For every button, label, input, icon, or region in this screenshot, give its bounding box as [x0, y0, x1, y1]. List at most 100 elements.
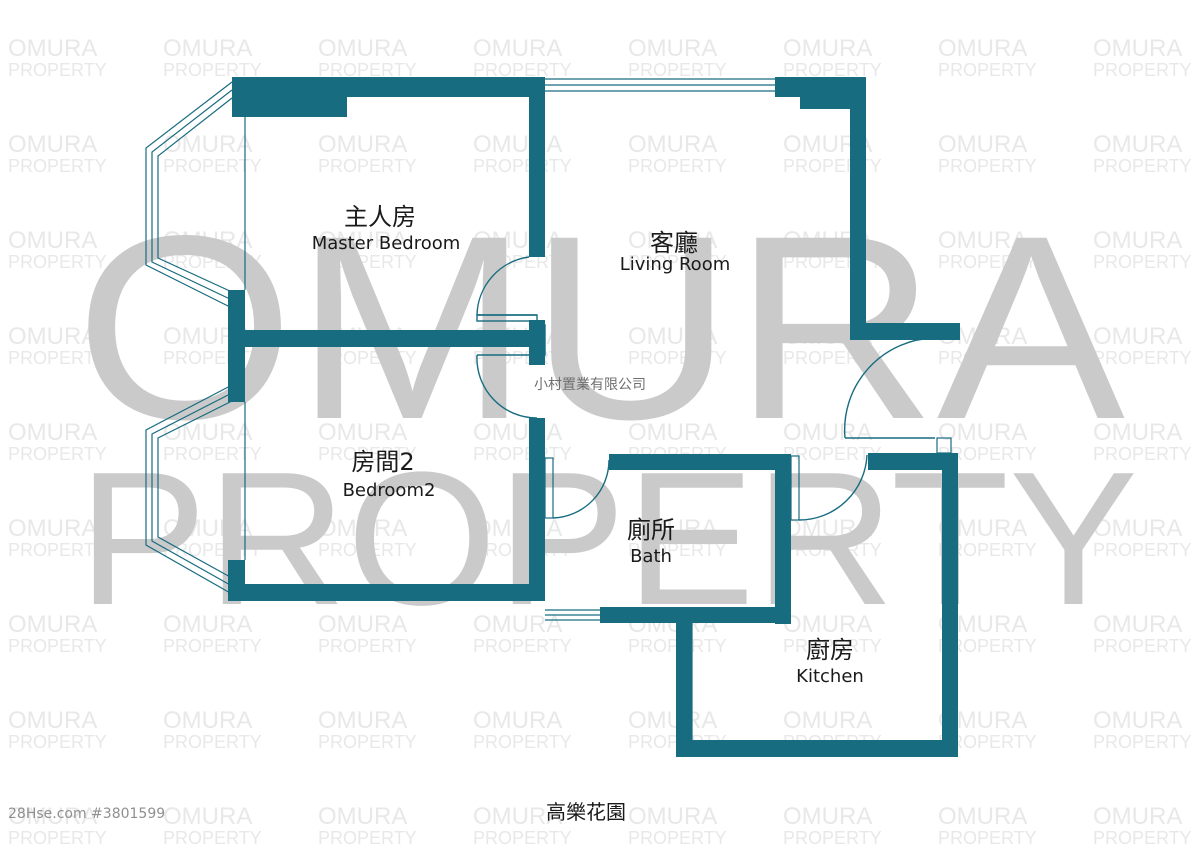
watermark-tile-line2: PROPERTY	[938, 252, 1037, 272]
watermark-tile-line1: OMURA	[938, 227, 1027, 254]
watermark-tile-line2: PROPERTY	[8, 348, 107, 368]
watermark-tile-line2: PROPERTY	[938, 732, 1037, 752]
watermark-tile-line1: OMURA	[163, 611, 252, 638]
watermark-tile-line1: OMURA	[318, 707, 407, 734]
watermark-tile-line2: PROPERTY	[628, 828, 727, 848]
watermark-tile-line2: PROPERTY	[783, 636, 882, 656]
watermark-tile-line2: PROPERTY	[8, 828, 107, 848]
watermark-tile-line2: PROPERTY	[163, 828, 262, 848]
watermark-tile-line2: PROPERTY	[473, 444, 572, 464]
watermark-tile-line2: PROPERTY	[473, 252, 572, 272]
watermark-tile-line2: PROPERTY	[938, 348, 1037, 368]
watermark-tile-line2: PROPERTY	[8, 636, 107, 656]
watermark-tile-line1: OMURA	[8, 803, 97, 830]
watermark-tile-line1: OMURA	[628, 227, 717, 254]
company-name: 小村置業有限公司	[534, 377, 646, 393]
watermark-tile-line2: PROPERTY	[783, 60, 882, 80]
watermark-tile-line2: PROPERTY	[473, 156, 572, 176]
walls	[228, 77, 960, 757]
watermark-tile-line2: PROPERTY	[938, 828, 1037, 848]
watermark-tile-line2: PROPERTY	[1093, 252, 1192, 272]
watermark-tile-line1: OMURA	[163, 515, 252, 542]
room-label-bedroom2-en: Bedroom2	[342, 480, 436, 501]
watermark-tile-line1: OMURA	[318, 803, 407, 830]
watermark-tile-line1: OMURA	[163, 803, 252, 830]
watermark-tile-line1: OMURA	[163, 419, 252, 446]
watermark-tile-line1: OMURA	[628, 803, 717, 830]
watermark-tile-line2: PROPERTY	[628, 540, 727, 560]
watermark-tile-line1: OMURA	[938, 35, 1027, 62]
room-label-kitchen-en: Kitchen	[796, 666, 864, 687]
watermark-tile-line1: OMURA	[8, 227, 97, 254]
watermark-tile-line1: OMURA	[8, 35, 97, 62]
watermark-tile-line1: OMURA	[938, 419, 1027, 446]
watermark-tile-line1: OMURA	[628, 707, 717, 734]
watermark-tile-line2: PROPERTY	[783, 444, 882, 464]
watermark-tile-line1: OMURA	[1093, 35, 1182, 62]
watermark-tile-line1: OMURA	[1093, 611, 1182, 638]
watermark-tile-line2: PROPERTY	[938, 444, 1037, 464]
watermark-tile-line2: PROPERTY	[473, 540, 572, 560]
watermark-tile-line2: PROPERTY	[1093, 636, 1192, 656]
watermark-tile-line2: PROPERTY	[8, 540, 107, 560]
watermark-tile-line1: OMURA	[318, 419, 407, 446]
watermark-tile-line1: OMURA	[473, 515, 562, 542]
watermark-tile-line1: OMURA	[1093, 707, 1182, 734]
watermark-tile-line1: OMURA	[1093, 803, 1182, 830]
watermark-tile-line2: PROPERTY	[1093, 540, 1192, 560]
watermark-tile-line2: PROPERTY	[163, 156, 262, 176]
watermark-tile-line2: PROPERTY	[318, 444, 417, 464]
doors	[476, 256, 936, 521]
watermark-tile-line2: PROPERTY	[318, 636, 417, 656]
watermark-tile-line2: PROPERTY	[318, 60, 417, 80]
watermark-tile-line1: OMURA	[473, 707, 562, 734]
watermark-tile-line2: PROPERTY	[473, 348, 572, 368]
watermark-tile-line2: PROPERTY	[1093, 732, 1192, 752]
watermark-tile-line2: PROPERTY	[163, 60, 262, 80]
watermark-tile-line1: OMURA	[163, 131, 252, 158]
watermark-tile-line1: OMURA	[163, 35, 252, 62]
watermark-tile-line2: PROPERTY	[8, 444, 107, 464]
watermark-tile-line2: PROPERTY	[8, 156, 107, 176]
watermark-tile-line2: PROPERTY	[8, 252, 107, 272]
watermark-tile-line1: OMURA	[628, 323, 717, 350]
watermark-tile-line2: PROPERTY	[163, 732, 262, 752]
watermark-tile-line1: OMURA	[938, 131, 1027, 158]
estate-name: 高樂花園	[546, 800, 626, 824]
watermark-tile-line1: OMURA	[163, 707, 252, 734]
watermark-tile-line2: PROPERTY	[938, 540, 1037, 560]
windows	[145, 78, 952, 740]
watermark-tile-line2: PROPERTY	[8, 732, 107, 752]
watermark-tile-line2: PROPERTY	[628, 348, 727, 368]
room-label-kitchen-zh: 廚房	[806, 636, 854, 664]
watermark-tile-line1: OMURA	[473, 419, 562, 446]
watermark-tile-line1: OMURA	[473, 803, 562, 830]
watermark-tile-line1: OMURA	[1093, 131, 1182, 158]
watermark-tile-line2: PROPERTY	[783, 540, 882, 560]
watermark-tile-line1: OMURA	[783, 35, 872, 62]
watermark-tile-line2: PROPERTY	[1093, 444, 1192, 464]
watermark-tile-line1: OMURA	[1093, 323, 1182, 350]
watermark-tile-line1: OMURA	[1093, 515, 1182, 542]
watermark-tile-line1: OMURA	[628, 515, 717, 542]
watermark-tile-line1: OMURA	[628, 419, 717, 446]
watermark-tile-line1: OMURA	[8, 611, 97, 638]
watermark-tile-line1: OMURA	[318, 515, 407, 542]
watermark-tile-line1: OMURA	[628, 131, 717, 158]
watermark-tile-line2: PROPERTY	[318, 156, 417, 176]
watermark-tile-line2: PROPERTY	[1093, 348, 1192, 368]
watermark-tile-line2: PROPERTY	[938, 156, 1037, 176]
watermark-tile-line2: PROPERTY	[318, 540, 417, 560]
watermark-tile-line1: OMURA	[8, 707, 97, 734]
watermark-tile-line2: PROPERTY	[938, 60, 1037, 80]
watermark-tile-line1: OMURA	[938, 803, 1027, 830]
watermark-tile-line2: PROPERTY	[783, 828, 882, 848]
watermark-tile-line2: PROPERTY	[318, 252, 417, 272]
watermark-tile-line2: PROPERTY	[628, 252, 727, 272]
listing-reference: 28Hse.com #3801599	[8, 806, 166, 822]
room-label-bath-zh: 廁所	[627, 516, 675, 544]
watermark-tile-line2: PROPERTY	[473, 60, 572, 80]
watermark-tile-line1: OMURA	[163, 227, 252, 254]
watermark-tile-line2: PROPERTY	[1093, 828, 1192, 848]
